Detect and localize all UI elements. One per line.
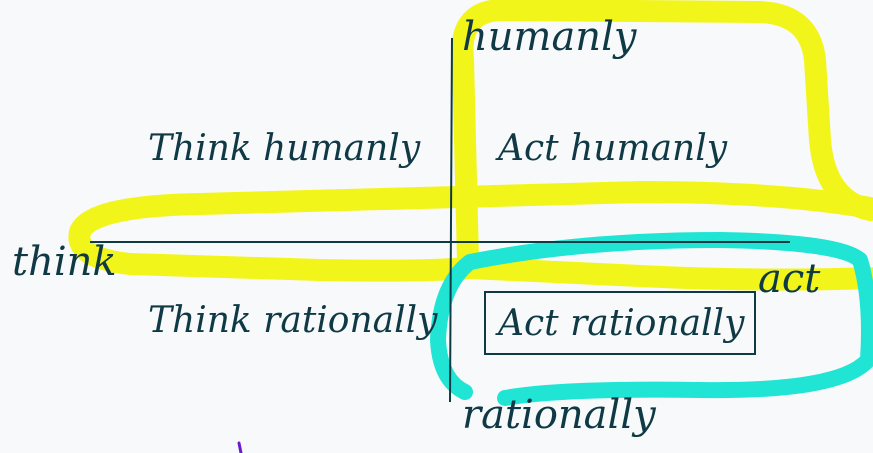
axis-label-top: humanly [462,14,638,60]
axis-label-bottom: rationally [462,392,657,438]
stray-pen-mark [237,441,243,453]
yellow-humanly-row-highlight [68,181,873,291]
quadrant-act-rationally: Act rationally [495,303,745,344]
axis-label-left: think [12,239,117,285]
vertical-axis [449,37,453,403]
quadrant-act-humanly: Act humanly [495,128,728,169]
quadrant-think-humanly: Think humanly [148,128,421,169]
quadrant-think-rationally: Think rationally [148,300,438,341]
yellow-act-column-highlight [451,0,873,271]
cyan-act-rationally-highlight [430,232,873,406]
act-rationally-box [484,291,756,355]
axis-label-right: act [758,256,821,302]
